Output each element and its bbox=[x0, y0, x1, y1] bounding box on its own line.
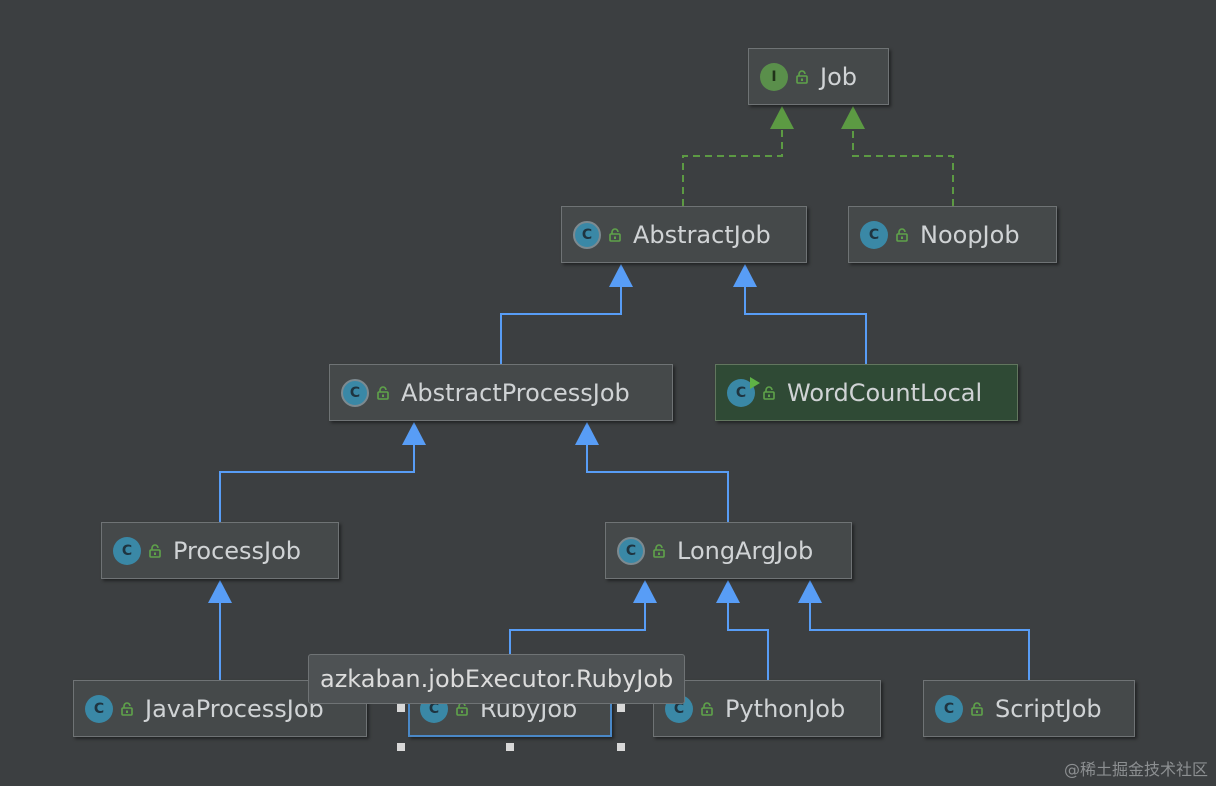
class-name-label: PythonJob bbox=[725, 694, 846, 723]
edge-arrowhead bbox=[208, 580, 232, 603]
public-visibility-icon bbox=[763, 385, 775, 400]
class-name-label: JavaProcessJob bbox=[145, 694, 324, 723]
edge-line bbox=[809, 602, 1030, 680]
public-visibility-icon bbox=[121, 701, 133, 716]
class-node-longargjob[interactable]: C LongArgJob bbox=[605, 522, 852, 579]
class-icon: C bbox=[935, 694, 963, 723]
edge-arrowhead bbox=[402, 422, 426, 445]
edge-arrowhead bbox=[770, 106, 794, 129]
edge-line bbox=[727, 602, 769, 680]
edge-line bbox=[586, 444, 729, 522]
class-node-abstractjob[interactable]: C AbstractJob bbox=[561, 206, 807, 263]
edge-line bbox=[682, 128, 783, 206]
interface-icon: I bbox=[760, 62, 788, 91]
edge-wordcountlocal-to-abstractjob bbox=[733, 264, 867, 364]
public-visibility-icon bbox=[796, 69, 808, 84]
public-visibility-icon bbox=[609, 227, 621, 242]
edge-arrowhead bbox=[633, 580, 657, 603]
tooltip-text: azkaban.jobExecutor.RubyJob bbox=[320, 665, 674, 693]
edge-javaprocessjob-to-processjob bbox=[208, 580, 232, 680]
public-visibility-icon bbox=[653, 543, 665, 558]
public-visibility-icon bbox=[971, 701, 983, 716]
qualified-name-tooltip: azkaban.jobExecutor.RubyJob bbox=[308, 654, 686, 704]
edge-arrowhead bbox=[733, 264, 757, 287]
edge-line bbox=[500, 286, 622, 364]
public-visibility-icon bbox=[701, 701, 713, 716]
class-name-label: NoopJob bbox=[920, 220, 1020, 249]
class-name-label: ScriptJob bbox=[995, 694, 1102, 723]
class-node-processjob[interactable]: C ProcessJob bbox=[101, 522, 339, 579]
edge-abstractjob-to-job bbox=[682, 106, 794, 206]
selection-resize-handle[interactable] bbox=[617, 743, 625, 751]
edge-processjob-to-abstractprocessjob bbox=[219, 422, 426, 522]
selection-resize-handle[interactable] bbox=[397, 743, 405, 751]
class-name-label: LongArgJob bbox=[677, 536, 814, 565]
selection-resize-handle[interactable] bbox=[397, 704, 405, 712]
public-visibility-icon bbox=[149, 543, 161, 558]
abstract-class-icon: C bbox=[573, 220, 601, 249]
edge-arrowhead bbox=[575, 422, 599, 445]
class-name-label: ProcessJob bbox=[173, 536, 302, 565]
abstract-class-icon: C bbox=[617, 536, 645, 565]
edge-line bbox=[219, 444, 415, 522]
selection-resize-handle[interactable] bbox=[506, 743, 514, 751]
class-node-wordcountlocal[interactable]: C WordCountLocal bbox=[715, 364, 1018, 421]
watermark: @稀土掘金技术社区 bbox=[1063, 760, 1208, 779]
abstract-class-icon: C bbox=[341, 378, 369, 407]
edge-line bbox=[852, 128, 954, 206]
edge-scriptjob-to-longargjob bbox=[798, 580, 1030, 680]
class-name-label: AbstractProcessJob bbox=[401, 378, 630, 407]
runnable-class-icon: C bbox=[727, 376, 760, 407]
class-icon: C bbox=[85, 694, 113, 723]
class-name-label: Job bbox=[820, 62, 857, 91]
public-visibility-icon bbox=[377, 385, 389, 400]
selection-resize-handle[interactable] bbox=[617, 704, 625, 712]
edge-arrowhead bbox=[609, 264, 633, 287]
edge-line bbox=[744, 286, 867, 364]
class-node-job[interactable]: I Job bbox=[748, 48, 889, 105]
edge-arrowhead bbox=[798, 580, 822, 603]
class-name-label: AbstractJob bbox=[633, 220, 771, 249]
edge-abstractprocessjob-to-abstractjob bbox=[500, 264, 633, 364]
public-visibility-icon bbox=[896, 227, 908, 242]
edge-longargjob-to-abstractprocessjob bbox=[575, 422, 729, 522]
class-node-scriptjob[interactable]: C ScriptJob bbox=[923, 680, 1135, 737]
class-node-abstractprocessjob[interactable]: C AbstractProcessJob bbox=[329, 364, 673, 421]
edge-arrowhead bbox=[841, 106, 865, 129]
class-icon: C bbox=[113, 536, 141, 565]
edge-noopjob-to-job bbox=[841, 106, 954, 206]
class-node-noopjob[interactable]: C NoopJob bbox=[848, 206, 1057, 263]
class-name-label: WordCountLocal bbox=[787, 378, 983, 407]
class-icon: C bbox=[860, 220, 888, 249]
edge-arrowhead bbox=[716, 580, 740, 603]
edge-pythonjob-to-longargjob bbox=[716, 580, 769, 680]
